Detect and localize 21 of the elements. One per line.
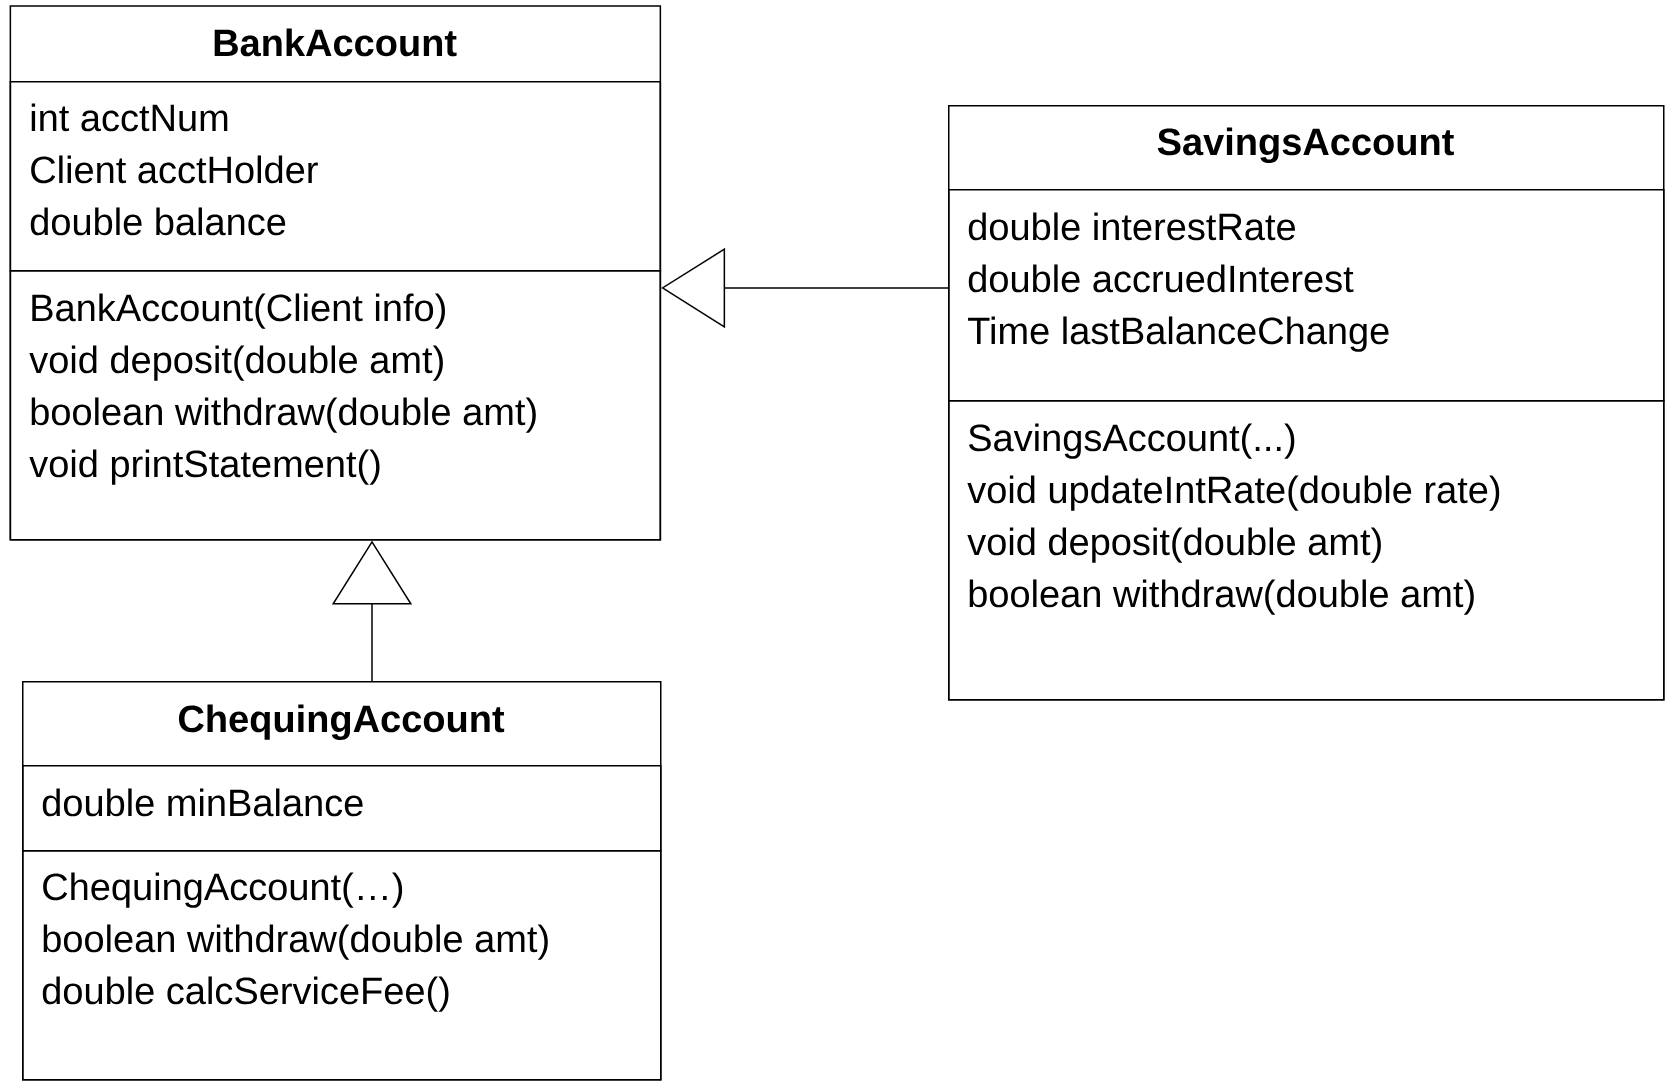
method-text: void deposit(double amt) [29, 345, 443, 381]
method-text: double calcServiceFee() [42, 976, 449, 1012]
class-name: ChequingAccount [178, 704, 505, 741]
method-text: void printStatement() [29, 449, 380, 485]
method-text: ChequingAccount(…) [43, 872, 403, 908]
method-text: SavingsAccount(...) [968, 423, 1295, 459]
attribute-text: Time lastBalanceChange [968, 316, 1389, 352]
class-name: SavingsAccount [1157, 127, 1454, 164]
method-text: boolean withdraw(double amt) [31, 397, 536, 433]
attribute-text: double accruedInterest [968, 264, 1354, 293]
method-text: boolean withdraw(double amt) [969, 579, 1474, 615]
method-text: void deposit(double amt) [967, 527, 1381, 563]
method-text: boolean withdraw(double amt) [43, 924, 548, 960]
class-name: BankAccount [214, 28, 457, 57]
attribute-text: int acctNum [31, 103, 228, 132]
method-text: BankAccount(Client info) [32, 293, 445, 329]
method-text: void updateIntRate(double rate) [967, 475, 1500, 511]
attribute-text: double minBalance [42, 788, 363, 817]
attribute-text: double interestRate [968, 212, 1295, 241]
attribute-text: double balance [30, 207, 286, 236]
attribute-text: Client acctHolder [31, 155, 318, 184]
